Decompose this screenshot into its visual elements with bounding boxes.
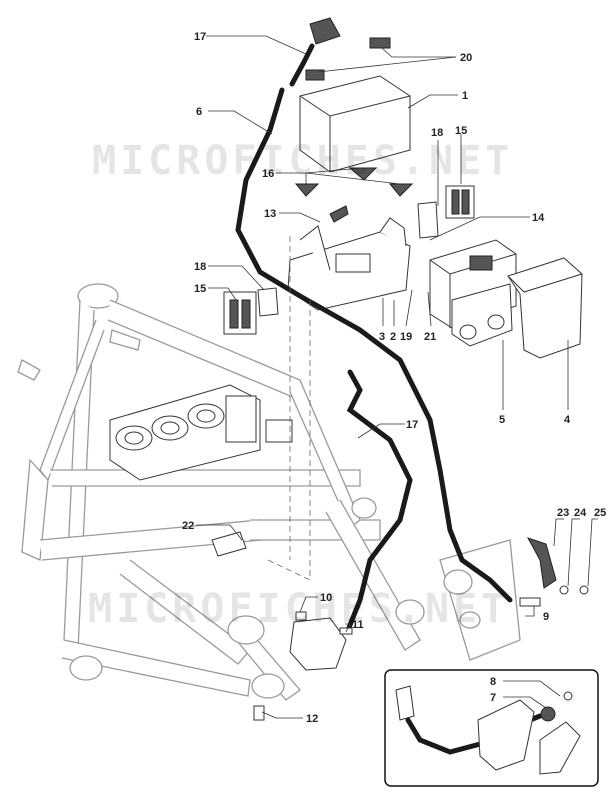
callout-2: 2 xyxy=(390,331,396,343)
battery xyxy=(299,17,411,173)
callout-15-upper: 15 xyxy=(455,125,467,137)
callout-18-upper: 18 xyxy=(431,127,443,139)
callout-13: 13 xyxy=(264,208,276,220)
relays-and-brackets xyxy=(223,185,475,335)
callout-9: 9 xyxy=(543,611,549,623)
callout-20: 20 xyxy=(460,52,472,64)
assembly-lines xyxy=(267,236,311,581)
throttle-body xyxy=(109,384,293,481)
callout-19: 19 xyxy=(400,331,412,343)
callout-25: 25 xyxy=(594,507,606,519)
callout-14: 14 xyxy=(532,212,545,224)
watermark-top: MICROFICHES.NET xyxy=(92,138,514,184)
callout-24: 24 xyxy=(574,507,587,519)
callout-17-battery-cable: 17 xyxy=(194,31,206,43)
callout-10: 10 xyxy=(320,592,332,604)
motorcycle-frame xyxy=(17,283,521,701)
callout-22: 22 xyxy=(182,520,194,532)
callout-5-ecu: 5 xyxy=(499,414,505,426)
detail-inset xyxy=(384,669,599,787)
callout-21: 21 xyxy=(424,331,436,343)
callout-4-ecu-cover: 4 xyxy=(564,414,571,426)
callout-11: 11 xyxy=(352,619,364,631)
callout-18-lower: 18 xyxy=(194,261,206,273)
callout-16: 16 xyxy=(262,168,274,180)
callout-3: 3 xyxy=(379,331,385,343)
callout-17-harness: 17 xyxy=(406,419,418,431)
callout-8: 8 xyxy=(490,676,496,688)
callout-23: 23 xyxy=(557,507,569,519)
wiring-harness xyxy=(235,43,513,633)
callout-labels: 17 20 1 6 18 15 16 13 14 18 15 3 2 19 21… xyxy=(182,31,606,725)
callout-15-lower: 15 xyxy=(194,283,206,295)
callout-1-battery: 1 xyxy=(462,90,468,102)
leader-lines xyxy=(196,35,598,719)
ground-terminal-parts xyxy=(211,531,589,721)
ecu-unit xyxy=(429,239,583,359)
battery-tray xyxy=(287,167,414,311)
callout-7: 7 xyxy=(490,692,496,704)
callout-6-harness: 6 xyxy=(196,106,202,118)
callout-12: 12 xyxy=(306,713,318,725)
watermark-bottom: MICROFICHES.NET xyxy=(88,586,510,632)
